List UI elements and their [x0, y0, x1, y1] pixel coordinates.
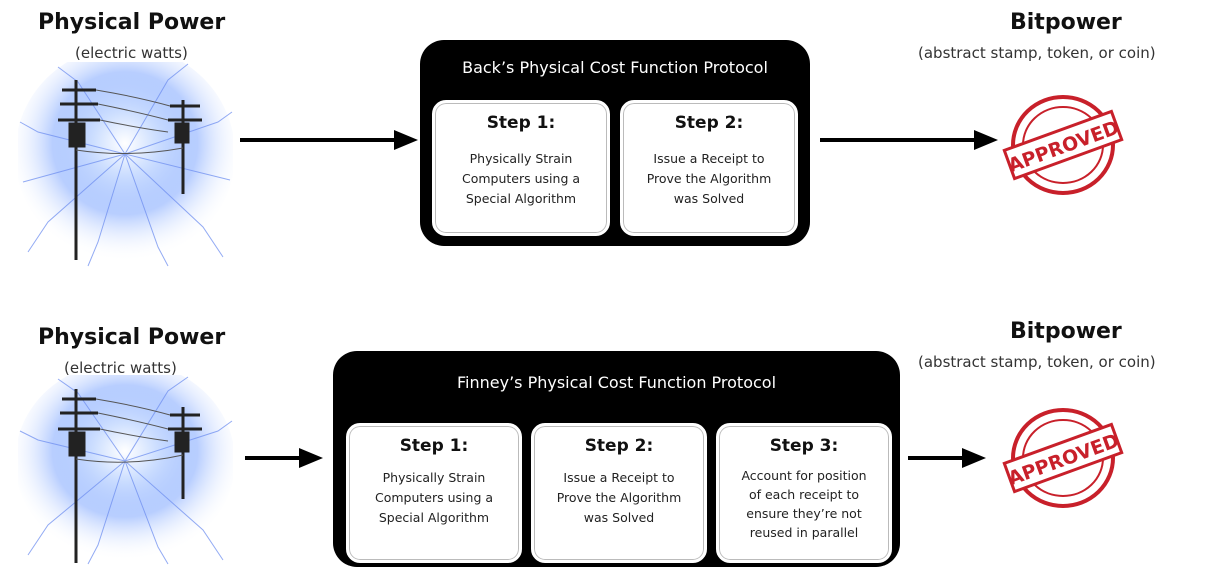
- step-line: Computers using a: [461, 171, 581, 186]
- step-line: Prove the Algorithm: [556, 490, 682, 505]
- step-title: Step 1:: [486, 113, 556, 133]
- step-line: ensure they’re not: [746, 506, 862, 521]
- step-description: Physically Strain Computers using a Spec…: [441, 149, 601, 209]
- step-line: Special Algorithm: [378, 510, 490, 525]
- step-line: Account for position: [741, 468, 867, 483]
- arrow-right-icon: [820, 130, 998, 150]
- step-title: Step 2:: [584, 436, 654, 456]
- arrow-right-icon: [240, 130, 418, 150]
- step-title: Step 2:: [674, 113, 744, 133]
- step-line: Prove the Algorithm: [646, 171, 772, 186]
- power-lines-icon: [18, 375, 233, 565]
- step-line: was Solved: [673, 191, 745, 206]
- arrow-right-icon: [908, 448, 986, 468]
- protocol-title: Back’s Physical Cost Function Protocol: [462, 58, 768, 77]
- approved-stamp-icon: APPROVED: [1002, 408, 1124, 508]
- approved-stamp-icon: APPROVED: [1002, 95, 1124, 195]
- step-card: Step 1: Physically Strain Computers usin…: [346, 423, 522, 563]
- finney-protocol-row: Physical Power (electric watts): [0, 283, 1225, 567]
- step-line: Special Algorithm: [465, 191, 577, 206]
- step-line: of each receipt to: [748, 487, 860, 502]
- step-description: Issue a Receipt to Prove the Algorithm w…: [629, 149, 789, 209]
- result-title: Bitpower: [1010, 10, 1122, 35]
- step-card: Step 1: Physically Strain Computers usin…: [432, 100, 610, 236]
- step-card: Step 2: Issue a Receipt to Prove the Alg…: [620, 100, 798, 236]
- step-card: Step 2: Issue a Receipt to Prove the Alg…: [531, 423, 707, 563]
- protocol-title: Finney’s Physical Cost Function Protocol: [456, 373, 777, 392]
- source-title: Physical Power: [38, 10, 226, 35]
- step-description: Issue a Receipt to Prove the Algorithm w…: [540, 468, 698, 528]
- step-title: Step 3:: [769, 436, 839, 456]
- step-line: Issue a Receipt to: [653, 151, 765, 166]
- step-line: Issue a Receipt to: [563, 470, 675, 485]
- result-subtitle: (abstract stamp, token, or coin): [918, 44, 1156, 62]
- power-lines-icon: [18, 62, 233, 267]
- step-description: Account for position of each receipt to …: [725, 466, 883, 542]
- back-protocol-row: Physical Power (electric watts): [0, 0, 1225, 283]
- step-line: Physically Strain: [382, 470, 486, 485]
- step-title: Step 1:: [399, 436, 469, 456]
- source-subtitle: (electric watts): [64, 359, 177, 377]
- protocol-box: Finney’s Physical Cost Function Protocol…: [333, 351, 900, 567]
- result-title: Bitpower: [1010, 319, 1122, 344]
- source-title: Physical Power: [38, 325, 226, 350]
- step-line: reused in parallel: [749, 525, 859, 540]
- arrow-right-icon: [245, 448, 323, 468]
- source-subtitle: (electric watts): [75, 44, 188, 62]
- step-description: Physically Strain Computers using a Spec…: [355, 468, 513, 528]
- step-line: Computers using a: [374, 490, 494, 505]
- step-card: Step 3: Account for position of each rec…: [716, 423, 892, 563]
- protocol-box: Back’s Physical Cost Function Protocol S…: [420, 40, 810, 246]
- step-line: was Solved: [583, 510, 655, 525]
- step-line: Physically Strain: [469, 151, 573, 166]
- result-subtitle: (abstract stamp, token, or coin): [918, 353, 1156, 371]
